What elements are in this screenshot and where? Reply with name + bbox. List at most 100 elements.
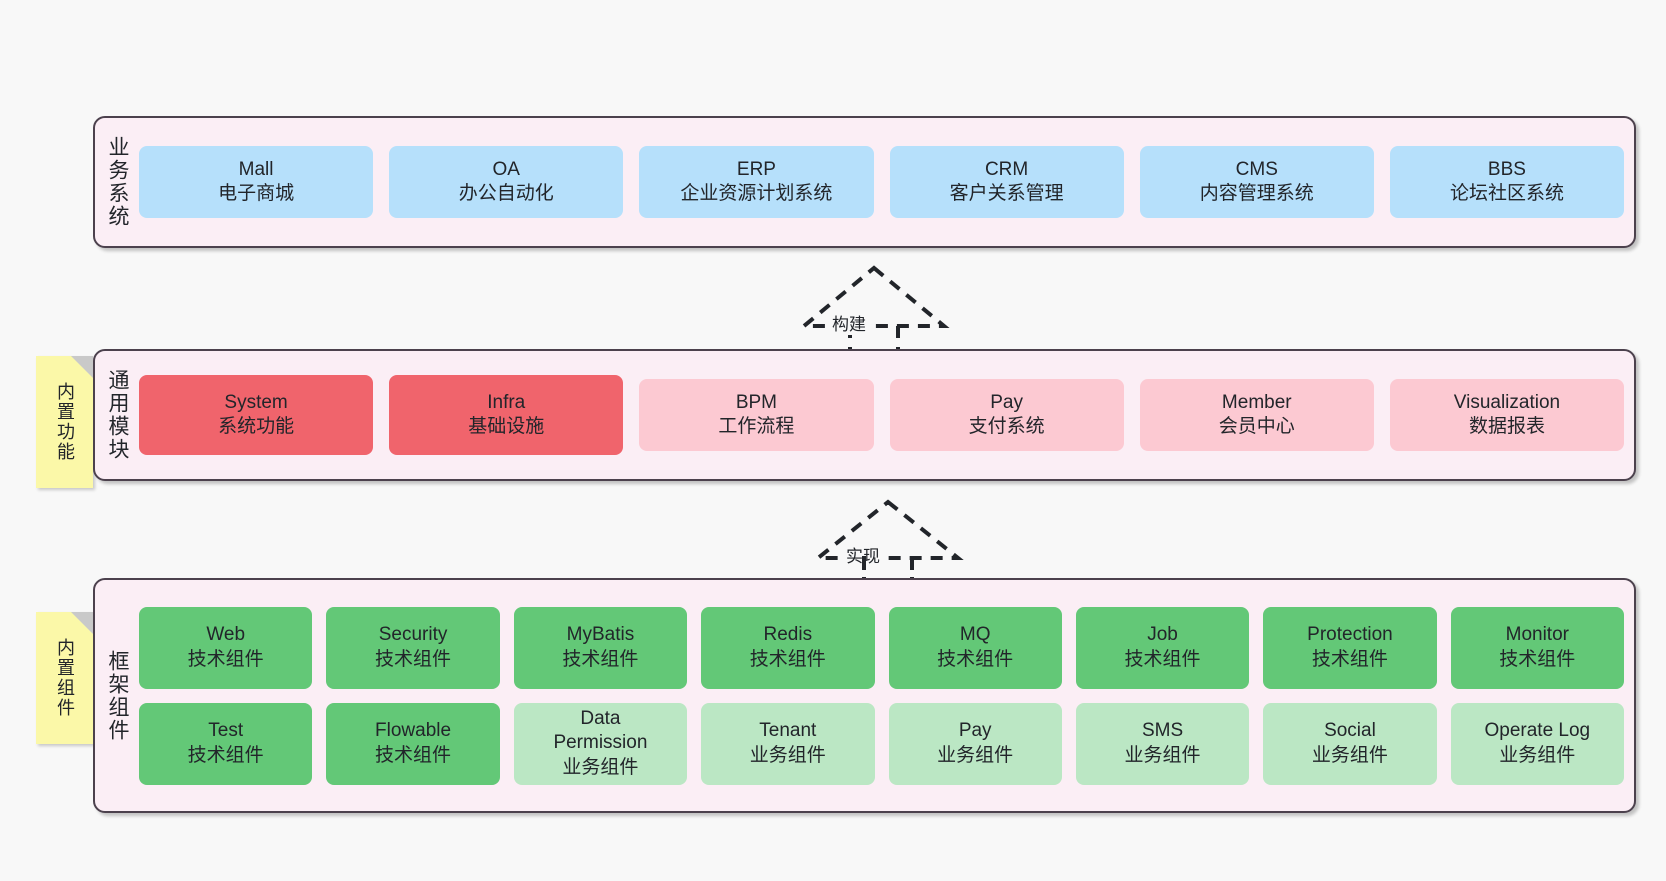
card-visualization[interactable]: Visualization 数据报表 bbox=[1389, 379, 1625, 451]
card-subtitle: 业务组件 bbox=[749, 744, 826, 766]
card-title: Web bbox=[206, 624, 246, 646]
card-title: Test bbox=[208, 720, 244, 742]
card-subtitle: 技术组件 bbox=[187, 744, 264, 766]
card-subtitle: 技术组件 bbox=[375, 648, 452, 670]
card-title: BBS bbox=[1487, 158, 1526, 180]
card-subtitle: 客户关系管理 bbox=[949, 183, 1064, 204]
card-title: Member bbox=[1221, 391, 1292, 413]
card-test[interactable]: Test 技术组件 bbox=[139, 702, 313, 785]
card-social[interactable]: Social 业务组件 bbox=[1263, 702, 1437, 785]
card-title: Security bbox=[378, 624, 448, 646]
card-title: MyBatis bbox=[566, 624, 635, 646]
card-flowable[interactable]: Flowable 技术组件 bbox=[326, 702, 500, 785]
layer-business-system[interactable]: 业务系统 Mall 电子商城 OA 办公自动化 ERP 企业资源计划系统 CRM… bbox=[93, 116, 1636, 248]
card-pay-business[interactable]: Pay 业务组件 bbox=[888, 702, 1062, 785]
card-subtitle: 技术组件 bbox=[749, 648, 826, 670]
card-title: Mall bbox=[238, 158, 274, 180]
note-label: 内置组件 bbox=[54, 638, 75, 718]
note-label: 内置功能 bbox=[54, 382, 75, 462]
card-title: Visualization bbox=[1453, 391, 1561, 413]
card-subtitle: 办公自动化 bbox=[458, 183, 554, 204]
card-title: Pay bbox=[990, 391, 1023, 413]
card-security[interactable]: Security 技术组件 bbox=[326, 606, 500, 689]
card-system[interactable]: System 系统功能 bbox=[139, 375, 374, 455]
layer-framework-component[interactable]: 框架组件 Web 技术组件 Security 技术组件 MyBatis 技术组件… bbox=[93, 578, 1636, 813]
card-subtitle: 系统功能 bbox=[218, 416, 295, 437]
card-job[interactable]: Job 技术组件 bbox=[1075, 606, 1250, 689]
layer-body-business-system: Mall 电子商城 OA 办公自动化 ERP 企业资源计划系统 CRM 客户关系… bbox=[139, 118, 1634, 246]
card-subtitle: 数据报表 bbox=[1468, 416, 1545, 437]
card-operate-log[interactable]: Operate Log 业务组件 bbox=[1450, 702, 1624, 785]
card-monitor[interactable]: Monitor 技术组件 bbox=[1450, 606, 1624, 689]
layer-caption-framework-component: 框架组件 bbox=[106, 649, 130, 742]
card-title: Social bbox=[1324, 720, 1376, 742]
card-bbs[interactable]: BBS 论坛社区系统 bbox=[1389, 146, 1625, 218]
card-subtitle: 业务组件 bbox=[1124, 744, 1201, 766]
card-infra[interactable]: Infra 基础设施 bbox=[389, 375, 624, 455]
card-mybatis[interactable]: MyBatis 技术组件 bbox=[513, 606, 688, 689]
card-protection[interactable]: Protection 技术组件 bbox=[1263, 606, 1437, 689]
card-row: Web 技术组件 Security 技术组件 MyBatis 技术组件 Redi… bbox=[139, 606, 1624, 689]
card-title: BPM bbox=[735, 391, 778, 413]
card-row: System 系统功能 Infra 基础设施 BPM 工作流程 Pay 支付系统… bbox=[139, 375, 1625, 455]
card-member[interactable]: Member 会员中心 bbox=[1139, 379, 1374, 451]
card-title: Protection bbox=[1307, 624, 1393, 646]
card-mq[interactable]: MQ 技术组件 bbox=[888, 606, 1062, 689]
card-subtitle: 基础设施 bbox=[468, 416, 545, 437]
card-subtitle: 电子商城 bbox=[218, 183, 295, 204]
card-web[interactable]: Web 技术组件 bbox=[139, 606, 313, 689]
layer-caption-business-system: 业务系统 bbox=[106, 136, 130, 228]
card-title: CMS bbox=[1235, 158, 1278, 180]
card-subtitle: 技术组件 bbox=[1311, 648, 1388, 670]
card-title: System bbox=[224, 391, 288, 413]
note-fold-corner-icon bbox=[71, 612, 93, 634]
card-title: Infra bbox=[487, 391, 526, 413]
layer-caption-common-module: 通用模块 bbox=[106, 369, 130, 461]
card-oa[interactable]: OA 办公自动化 bbox=[389, 146, 624, 218]
connector-build-label: 构建 bbox=[830, 310, 868, 335]
card-cms[interactable]: CMS 内容管理系统 bbox=[1139, 146, 1374, 218]
card-title: CRM bbox=[984, 158, 1029, 180]
card-title: Tenant bbox=[759, 720, 817, 742]
card-erp[interactable]: ERP 企业资源计划系统 bbox=[639, 146, 874, 218]
connector-build-shape bbox=[798, 265, 950, 360]
card-pay[interactable]: Pay 支付系统 bbox=[889, 379, 1124, 451]
card-title: Operate Log bbox=[1484, 720, 1591, 742]
connector-build: 构建 bbox=[798, 265, 950, 360]
card-data-permission[interactable]: Data Permission 业务组件 bbox=[513, 702, 688, 785]
note-builtin-component[interactable]: 内置组件 bbox=[36, 612, 93, 744]
card-subtitle: 技术组件 bbox=[562, 648, 639, 670]
card-subtitle: 会员中心 bbox=[1218, 416, 1295, 437]
card-title: Monitor bbox=[1505, 624, 1569, 646]
card-title: SMS bbox=[1141, 720, 1184, 742]
card-subtitle: 内容管理系统 bbox=[1199, 183, 1314, 204]
card-title: OA bbox=[492, 158, 520, 180]
layer-body-framework-component: Web 技术组件 Security 技术组件 MyBatis 技术组件 Redi… bbox=[139, 580, 1634, 811]
card-sms[interactable]: SMS 业务组件 bbox=[1075, 702, 1250, 785]
note-fold-corner-icon bbox=[71, 356, 93, 378]
card-title: Job bbox=[1147, 624, 1178, 646]
card-title: Pay bbox=[958, 720, 992, 742]
card-title: MQ bbox=[959, 624, 991, 646]
card-subtitle: 业务组件 bbox=[1499, 744, 1576, 766]
card-row: Test 技术组件 Flowable 技术组件 Data Permission … bbox=[139, 702, 1624, 785]
note-builtin-function[interactable]: 内置功能 bbox=[36, 356, 93, 488]
card-bpm[interactable]: BPM 工作流程 bbox=[639, 379, 874, 451]
card-subtitle: 业务组件 bbox=[562, 756, 639, 778]
card-redis[interactable]: Redis 技术组件 bbox=[701, 606, 875, 689]
layer-common-module[interactable]: 通用模块 System 系统功能 Infra 基础设施 BPM 工作流程 Pay… bbox=[93, 349, 1636, 481]
card-subtitle: 技术组件 bbox=[1499, 648, 1576, 670]
card-subtitle: 论坛社区系统 bbox=[1449, 183, 1564, 204]
card-subtitle: 支付系统 bbox=[968, 416, 1045, 437]
card-subtitle: 业务组件 bbox=[1311, 744, 1388, 766]
card-title: Redis bbox=[763, 624, 813, 646]
card-subtitle: 业务组件 bbox=[937, 744, 1014, 766]
card-subtitle: 技术组件 bbox=[937, 648, 1014, 670]
layer-body-common-module: System 系统功能 Infra 基础设施 BPM 工作流程 Pay 支付系统… bbox=[139, 351, 1634, 479]
card-title: Flowable bbox=[375, 720, 452, 742]
card-subtitle: 企业资源计划系统 bbox=[680, 183, 833, 204]
card-tenant[interactable]: Tenant 业务组件 bbox=[701, 702, 875, 785]
card-crm[interactable]: CRM 客户关系管理 bbox=[889, 146, 1124, 218]
card-mall[interactable]: Mall 电子商城 bbox=[139, 146, 374, 218]
